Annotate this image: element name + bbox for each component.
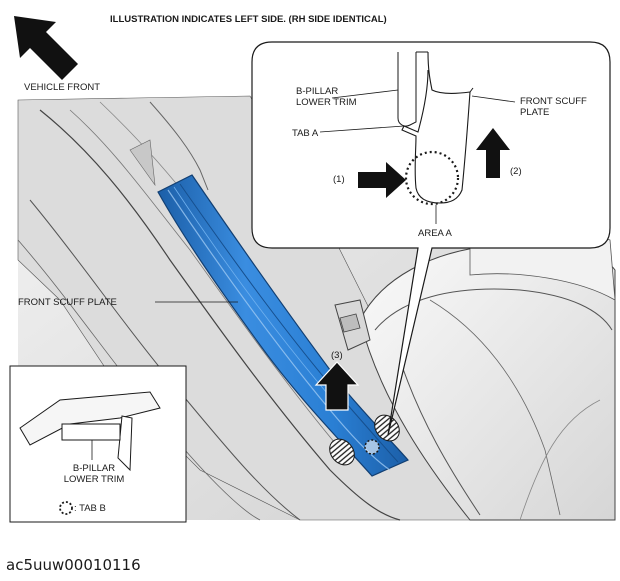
figure-id: ac5uuw00010116 xyxy=(6,556,141,574)
detail-b-pillar-line-1: B-PILLAR xyxy=(296,86,339,97)
arrow-2 xyxy=(476,128,510,178)
b-pillar-trim-main xyxy=(334,299,371,351)
hatched-tab-left xyxy=(329,438,355,466)
vehicle-front-label: VEHICLE FRONT xyxy=(24,82,101,93)
area-a-circle xyxy=(404,150,460,206)
detail-scuff-plate-label: FRONT SCUFF PLATE xyxy=(520,96,587,118)
detail-callout xyxy=(251,41,611,436)
inset-b-pillar-label: B-PILLAR LOWER TRIM xyxy=(58,463,130,485)
front-scuff-plate-label: FRONT SCUFF PLATE xyxy=(18,297,117,308)
arrow-1 xyxy=(358,162,406,198)
arrow-3 xyxy=(314,361,360,411)
step-3-label: (3) xyxy=(331,350,343,361)
detail-artwork xyxy=(319,51,516,224)
area-a-label: AREA A xyxy=(418,228,452,239)
vehicle-front-arrow xyxy=(14,16,78,80)
tab-b-legend-icon xyxy=(59,501,73,515)
detail-scuff-plate-line-2: PLATE xyxy=(520,107,550,118)
step-2-label: (2) xyxy=(510,166,522,177)
detail-b-pillar-line-2: LOWER TRIM xyxy=(296,97,357,108)
inset-box xyxy=(9,365,187,523)
detail-b-pillar-label: B-PILLAR LOWER TRIM xyxy=(296,86,357,108)
tab-a-label: TAB A xyxy=(292,128,319,139)
step-1-label: (1) xyxy=(333,174,345,185)
inset-b-pillar-line-2: LOWER TRIM xyxy=(63,474,125,485)
tab-b-legend-label: : TAB B xyxy=(74,503,106,514)
hatched-tab-right xyxy=(374,414,400,442)
detail-scuff-plate-line-1: FRONT SCUFF xyxy=(520,96,587,107)
tab-b-marker xyxy=(364,439,380,455)
diagram-title: ILLUSTRATION INDICATES LEFT SIDE. (RH SI… xyxy=(110,14,387,25)
inset-b-pillar-line-1: B-PILLAR xyxy=(72,463,116,474)
